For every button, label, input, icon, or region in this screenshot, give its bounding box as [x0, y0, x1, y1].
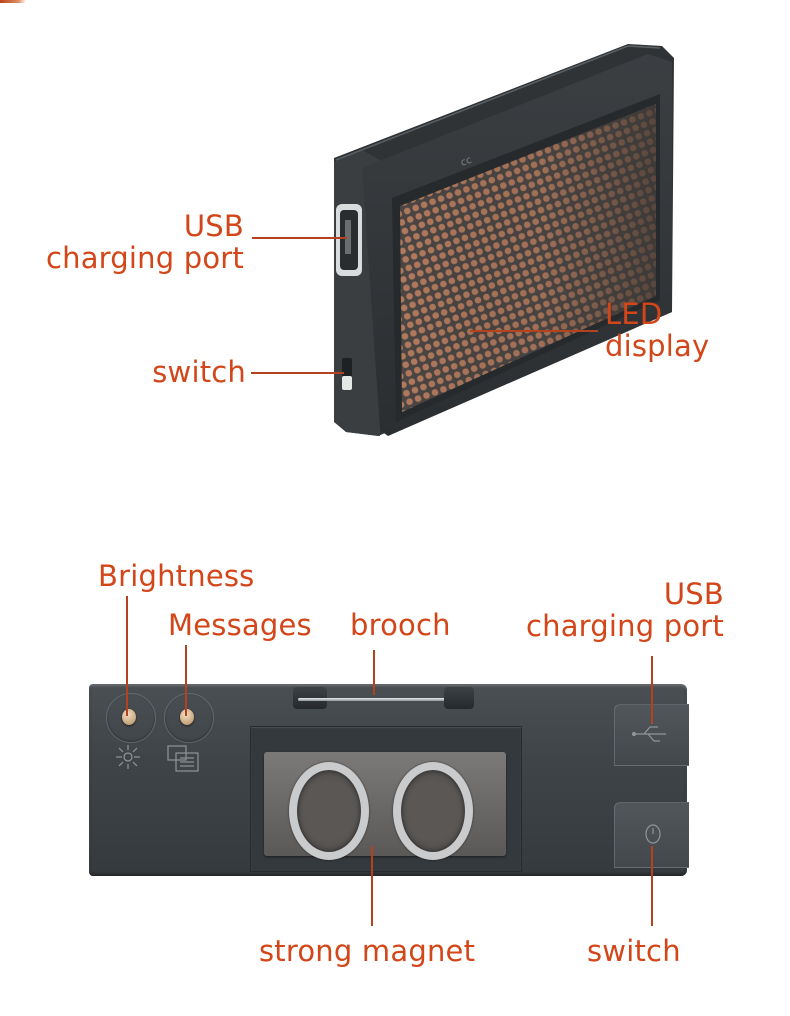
- callout-line: strong magnet: [259, 934, 476, 968]
- magnet-right: [393, 762, 473, 860]
- callout-line: switch: [152, 355, 246, 389]
- leader-magnet: [371, 846, 373, 926]
- corner-accent: [0, 0, 26, 3]
- callout-line: brooch: [350, 608, 451, 642]
- message-stack-icon: [167, 745, 199, 772]
- switch-graphic: [342, 358, 352, 390]
- callout-line: LED: [605, 297, 663, 331]
- magnet-left: [289, 762, 369, 860]
- callout-line: Brightness: [98, 559, 255, 593]
- svg-text:cc: cc: [459, 155, 473, 169]
- leader-messages: [185, 645, 187, 716]
- callout-switch-top: switch: [100, 356, 246, 388]
- usb-port-graphic: [336, 204, 362, 276]
- callout-usb-port-top: USB charging port: [40, 210, 244, 274]
- leader-usb-top: [252, 237, 347, 239]
- callout-brightness: Brightness: [98, 560, 254, 592]
- leader-switch-back: [651, 846, 653, 926]
- callout-led-display: LED display: [605, 298, 709, 362]
- callout-line: switch: [587, 934, 681, 968]
- callout-line: Messages: [168, 608, 312, 642]
- leader-switch-top: [251, 372, 344, 374]
- brightness-button-ring: [106, 693, 156, 743]
- led-badge-front-view: cc: [334, 44, 674, 436]
- messages-button-ring: [164, 693, 214, 743]
- brooch-pin[interactable]: [298, 698, 470, 701]
- leader-usb-back: [651, 656, 653, 724]
- messages-button[interactable]: [180, 709, 194, 725]
- leader-brightness: [126, 596, 128, 716]
- brightness-button[interactable]: [122, 709, 136, 725]
- callout-brooch: brooch: [350, 609, 451, 641]
- callout-line: display: [605, 329, 710, 363]
- power-icon: [645, 824, 661, 844]
- callout-line: charging port: [525, 609, 724, 643]
- leader-led: [470, 330, 598, 332]
- usb-icon: [631, 726, 666, 742]
- brooch-clasp[interactable]: [444, 687, 474, 709]
- callout-switch-back: switch: [587, 935, 681, 967]
- callout-strong-magnet: strong magnet: [259, 935, 475, 967]
- callout-usb-port-back: USB charging port: [520, 578, 724, 642]
- callout-line: USB: [663, 577, 724, 611]
- leader-brooch: [373, 650, 375, 695]
- sun-icon: [116, 745, 140, 769]
- callout-line: USB: [183, 209, 244, 243]
- callout-line: charging port: [45, 241, 244, 275]
- callout-messages: Messages: [168, 609, 312, 641]
